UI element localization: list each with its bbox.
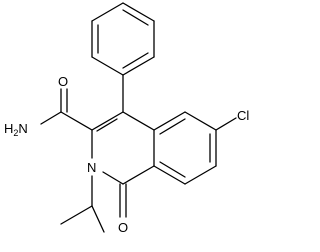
bond [96,118,118,132]
amide-nitrogen-label: H2N [4,121,28,138]
bond [102,171,124,185]
structure-drawing: H2N O N O Cl [4,2,249,235]
bond [184,111,217,131]
bond-inner [159,118,186,135]
ring-nitrogen-label: N [87,160,96,175]
bond [91,2,124,22]
carbonyl-oxygen-label: O [118,220,128,235]
bond [91,111,124,131]
bond [91,205,105,233]
molecule-canvas: H2N O N O Cl [4,2,249,235]
bond [40,111,62,125]
bond [122,56,155,76]
isopropyl-group [60,175,105,233]
chlorine-label: Cl [237,108,249,123]
bond-inner [159,161,186,178]
bond [215,117,237,131]
bond-inner [122,9,149,26]
bond [122,2,155,22]
bond [184,165,217,185]
bond [122,111,155,131]
amide-oxygen-label: O [58,74,68,89]
carbonyl-group [119,183,127,218]
bond [91,56,124,76]
phenyl-ring [91,2,155,76]
bond-inner [122,52,149,69]
bond [60,205,93,225]
bond [153,165,186,185]
pyridinone-ring [91,111,155,185]
carboxamide-group [40,88,93,131]
bond [122,165,155,185]
bond [153,111,186,131]
bond [60,111,93,131]
benzo-ring [153,111,217,185]
